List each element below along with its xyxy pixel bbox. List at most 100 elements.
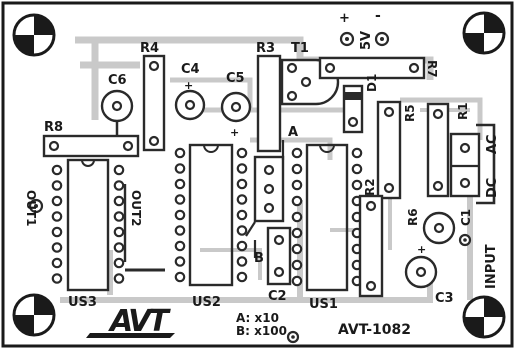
ic-pin-pad bbox=[113, 164, 125, 176]
resistor-r4 bbox=[142, 54, 166, 152]
ic-pin-pad bbox=[291, 259, 303, 271]
ic-pin-pad bbox=[351, 179, 363, 191]
c3-plus: + bbox=[417, 243, 426, 256]
t1-label: T1 bbox=[291, 41, 309, 56]
resistor-r5 bbox=[376, 100, 402, 200]
c4-label: C4 bbox=[181, 62, 200, 77]
ic-pin-pad bbox=[236, 194, 248, 205]
r7-label: R7 bbox=[425, 60, 439, 78]
us1-label: US1 bbox=[309, 297, 338, 312]
resistor-r8 bbox=[42, 134, 140, 158]
ic-pin-pad bbox=[236, 240, 248, 252]
resistor-r3 bbox=[256, 54, 282, 153]
d1-label: D1 bbox=[365, 74, 379, 92]
ic-us1 bbox=[305, 143, 349, 292]
ic-pin-pad bbox=[236, 163, 248, 174]
r3-label: R3 bbox=[256, 41, 275, 56]
ic-pin-pad bbox=[236, 209, 248, 221]
c1-label: C1 bbox=[459, 209, 473, 226]
r5-label: R5 bbox=[403, 104, 417, 122]
ic-pin-pad bbox=[174, 271, 186, 283]
avt-logo: AVT bbox=[86, 304, 175, 339]
ac-label: AC bbox=[485, 134, 500, 154]
ic-pin-pad bbox=[51, 273, 63, 284]
mounting-hole-top-right bbox=[462, 11, 506, 55]
ic-pin-pad bbox=[291, 275, 303, 287]
ic-pin-pad bbox=[236, 271, 248, 283]
ic-pin-pad bbox=[291, 211, 303, 223]
ic-pin-pad bbox=[51, 226, 63, 238]
resistor-r2 bbox=[358, 194, 384, 298]
ic-pins bbox=[51, 147, 363, 287]
ic-pin-pad bbox=[174, 147, 186, 159]
resistor-r1 bbox=[426, 102, 450, 198]
dc-label: DC bbox=[485, 178, 500, 198]
ic-pin-pad bbox=[51, 164, 63, 176]
supply-label: 5V bbox=[359, 31, 374, 50]
ic-pin-pad bbox=[291, 179, 303, 191]
r4-label: R4 bbox=[140, 41, 159, 56]
capacitor-c5 bbox=[220, 91, 252, 123]
ic-pin-pad bbox=[174, 163, 186, 174]
resistor-r7 bbox=[318, 56, 426, 80]
ic-pin-pad bbox=[113, 257, 125, 269]
out1-label: OUT1 bbox=[24, 190, 38, 226]
ic-pin-pad bbox=[291, 195, 303, 207]
ic-pin-pad bbox=[291, 227, 303, 239]
r1-label: R1 bbox=[456, 102, 470, 120]
c6-label: C6 bbox=[108, 73, 127, 88]
c5-plus: + bbox=[230, 126, 239, 139]
ic-pin-pad bbox=[51, 257, 63, 269]
ic-pin-pad bbox=[51, 211, 63, 222]
avt-logo-text: AVT bbox=[108, 304, 171, 339]
board-code: AVT-1082 bbox=[338, 322, 411, 338]
c5-label: C5 bbox=[226, 71, 245, 86]
out2-label: OUT2 bbox=[129, 190, 143, 226]
jumper-b-label: B bbox=[254, 251, 264, 266]
ic-pin-pad bbox=[113, 273, 125, 284]
c4-plus: + bbox=[184, 79, 193, 92]
capacitor-c6 bbox=[100, 89, 134, 136]
ic-pin-pad bbox=[174, 194, 186, 205]
ic-pin-pad bbox=[236, 147, 248, 159]
r2-label: R2 bbox=[363, 178, 377, 196]
c3-label: C3 bbox=[435, 291, 454, 306]
ic-pin-pad bbox=[174, 256, 186, 267]
ic-pin-pad bbox=[236, 178, 248, 190]
capacitor-c2 bbox=[266, 226, 292, 286]
ic-pin-pad bbox=[51, 195, 63, 207]
ic-pin-pad bbox=[174, 225, 186, 236]
c2-label: C2 bbox=[268, 289, 287, 304]
mounting-hole-bottom-left bbox=[12, 293, 56, 337]
scale-b-label: B: x100 bbox=[236, 324, 287, 338]
ic-pin-pad bbox=[51, 242, 63, 253]
ic-pin-pad bbox=[236, 256, 248, 267]
ic-pin-pad bbox=[291, 243, 303, 255]
ic-pin-pad bbox=[113, 226, 125, 238]
us3-label: US3 bbox=[68, 295, 97, 310]
minus-label: - bbox=[375, 8, 381, 24]
ic-pin-pad bbox=[174, 209, 186, 221]
ic-pin-pad bbox=[113, 180, 125, 191]
power-pads bbox=[339, 31, 390, 47]
r8-label: R8 bbox=[44, 120, 63, 135]
mounting-hole-bottom-right bbox=[462, 295, 506, 339]
ic-pin-pad bbox=[291, 163, 303, 175]
input-label: INPUT bbox=[484, 244, 499, 289]
ic-pin-pad bbox=[113, 242, 125, 253]
ic-pin-pad bbox=[236, 225, 248, 236]
us2-label: US2 bbox=[192, 295, 221, 310]
ic-pin-pad bbox=[291, 147, 303, 159]
mounting-hole-top-left bbox=[12, 13, 56, 57]
ic-us3 bbox=[66, 158, 110, 292]
ic-pin-pad bbox=[174, 178, 186, 190]
scale-a-label: A: x10 bbox=[236, 311, 279, 325]
jumper-a-label: A bbox=[288, 125, 298, 140]
r6-label: R6 bbox=[406, 208, 420, 226]
capacitor-c4 bbox=[174, 89, 206, 121]
ic-pin-pad bbox=[174, 240, 186, 252]
ic-pin-pad bbox=[351, 163, 363, 175]
ic-pin-pad bbox=[113, 195, 125, 207]
plus-label: + bbox=[339, 11, 350, 26]
